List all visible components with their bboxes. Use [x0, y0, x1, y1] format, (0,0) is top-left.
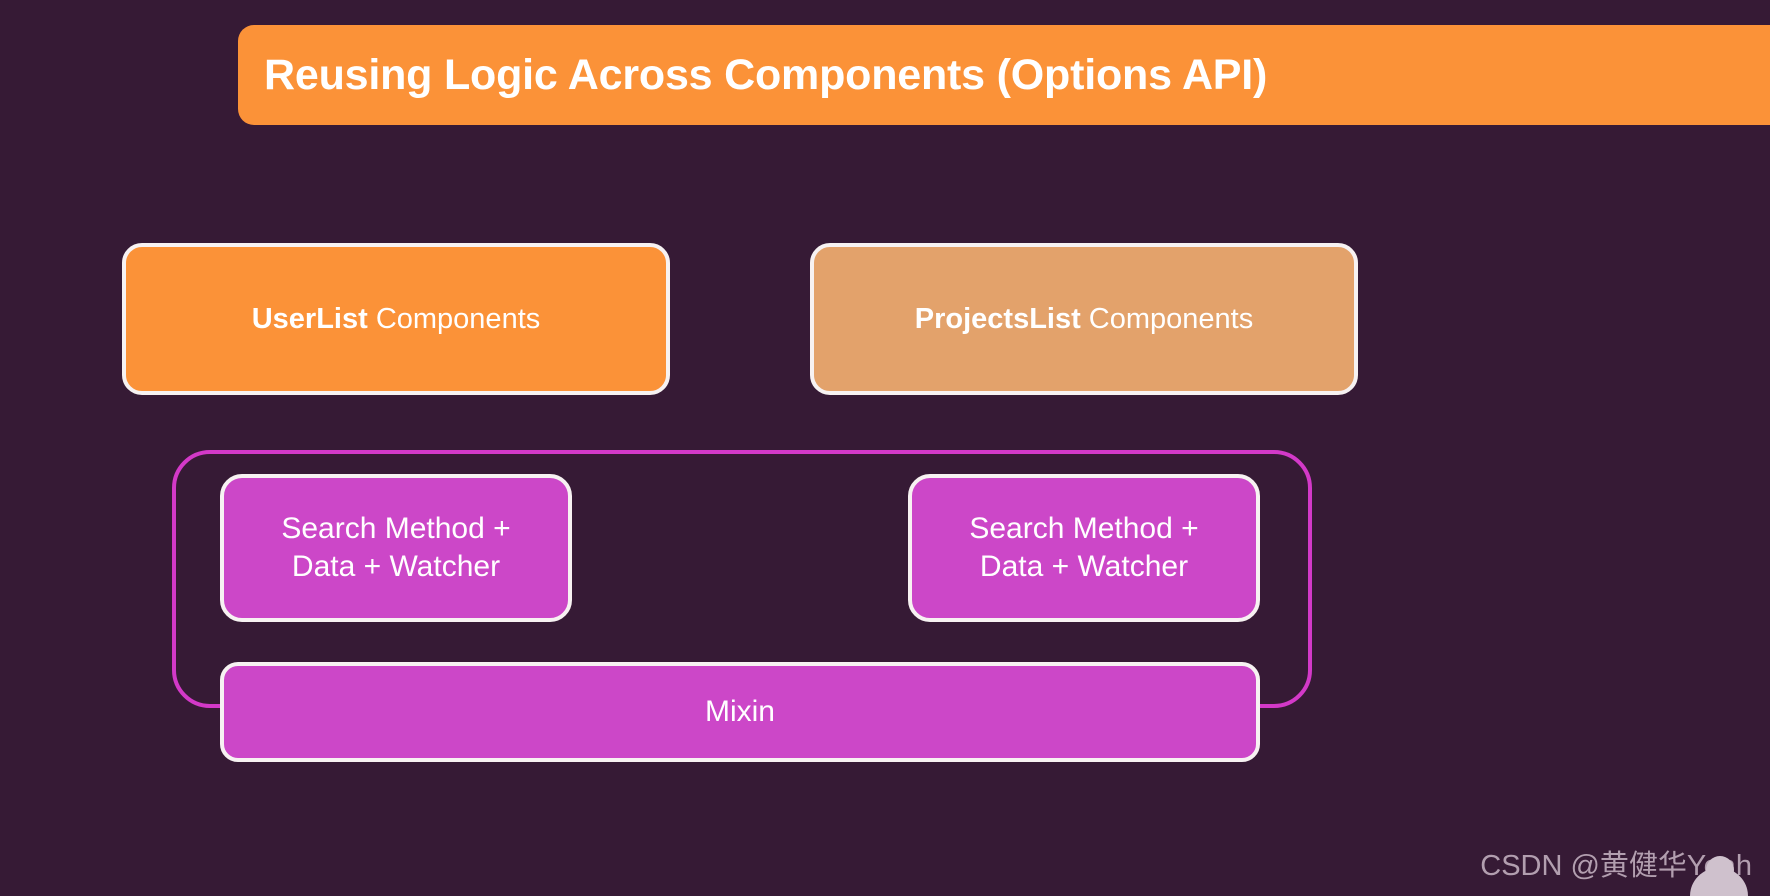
mixin-bar: Mixin [220, 662, 1260, 762]
logic-box-projectslist-line2: Data + Watcher [979, 550, 1189, 583]
component-suffix-userlist: Components [367, 302, 541, 335]
component-card-userlist-label: UserList Components [252, 303, 541, 336]
page-title: Reusing Logic Across Components (Options… [264, 50, 1268, 99]
logic-box-userlist-text: Search Method + Data + Watcher [281, 510, 510, 586]
mixin-bar-label: Mixin [704, 695, 775, 728]
slide-title-banner: Reusing Logic Across Components (Options… [238, 25, 1770, 125]
component-card-userlist: UserList Components [122, 243, 670, 395]
logic-box-userlist: Search Method + Data + Watcher [220, 474, 572, 622]
logic-box-userlist-line2: Data + Watcher [291, 550, 501, 583]
component-suffix-projectslist: Components [1080, 302, 1254, 335]
logic-box-projectslist-line1: Search Method + [969, 511, 1199, 545]
logic-box-userlist-line1: Search Method + [281, 511, 511, 545]
logic-box-projectslist-text: Search Method + Data + Watcher [969, 510, 1198, 586]
component-card-projectslist: ProjectsList Components [810, 243, 1358, 395]
component-name-projectslist: ProjectsList [914, 302, 1081, 335]
avatar-head-icon [1706, 856, 1734, 884]
component-card-projectslist-label: ProjectsList Components [915, 303, 1254, 336]
logic-box-projectslist: Search Method + Data + Watcher [908, 474, 1260, 622]
component-name-userlist: UserList [251, 302, 368, 335]
